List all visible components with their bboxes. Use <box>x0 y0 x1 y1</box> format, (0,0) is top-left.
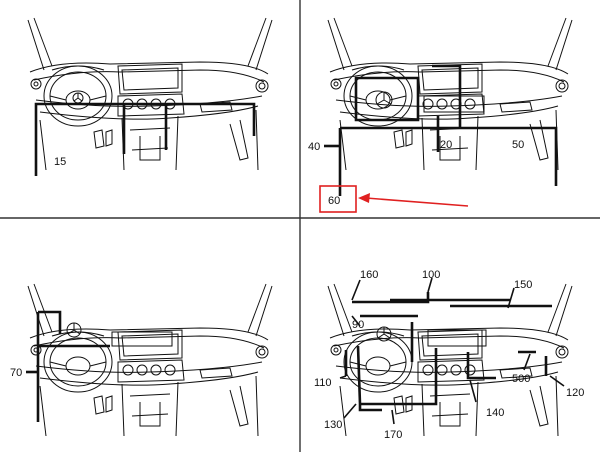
label-50: 50 <box>512 139 524 151</box>
mercedes-star-icon <box>66 322 82 338</box>
panel-top-left: 15 <box>27 17 273 176</box>
label-500: 500 <box>512 373 530 385</box>
mercedes-star-icon <box>376 326 392 342</box>
label-170: 170 <box>384 429 402 441</box>
label-15: 15 <box>54 156 66 168</box>
label-140: 140 <box>486 407 504 419</box>
panel-bottom-right: 160 100 150 90 110 500 120 130 140 170 <box>314 269 584 441</box>
label-90: 90 <box>352 319 364 331</box>
label-120: 120 <box>566 387 584 399</box>
label-70: 70 <box>10 367 22 379</box>
highlight-arrow <box>365 197 469 207</box>
label-60: 60 <box>328 195 340 207</box>
label-100: 100 <box>422 269 440 281</box>
highlight-box-60 <box>319 185 357 213</box>
label-110: 110 <box>314 377 332 389</box>
panel-top-right: 40 20 50 60 <box>308 17 573 213</box>
panel-bottom-left: 70 <box>10 283 273 437</box>
label-150: 150 <box>514 279 532 291</box>
mercedes-star-icon <box>375 91 393 109</box>
label-40: 40 <box>308 141 320 153</box>
mercedes-star-icon <box>72 92 84 104</box>
label-20: 20 <box>440 139 452 151</box>
label-130: 130 <box>324 419 342 431</box>
arrow-head-icon <box>358 193 370 203</box>
label-160: 160 <box>360 269 378 281</box>
